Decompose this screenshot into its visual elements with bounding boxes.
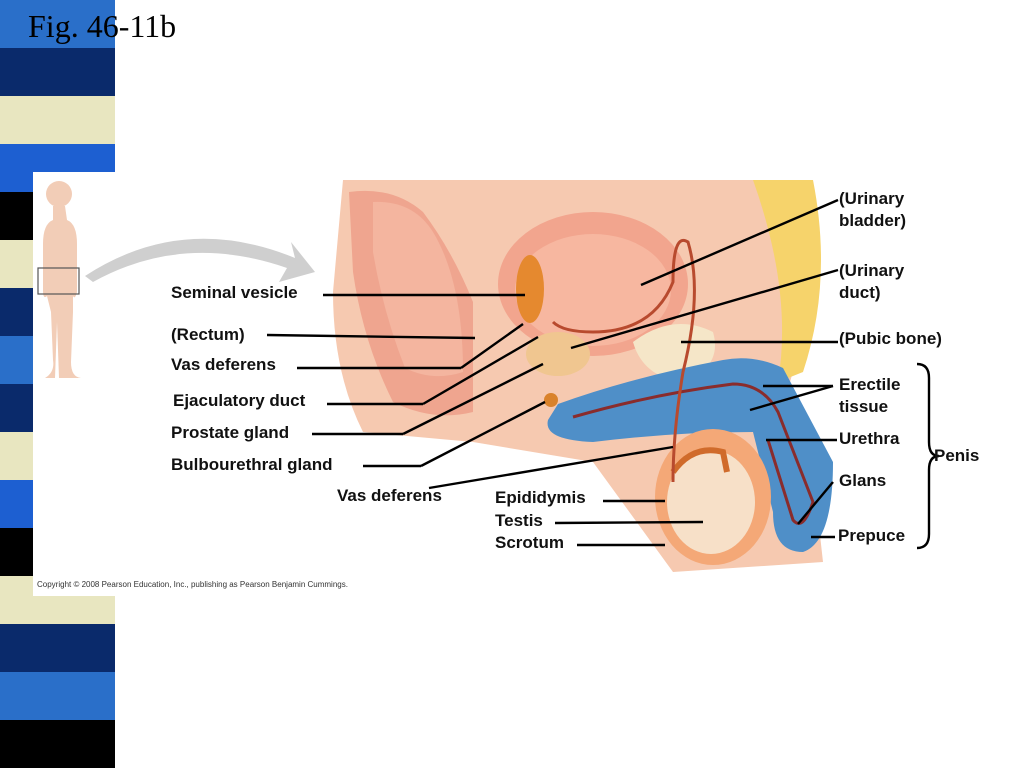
label-epididymis: Epididymis — [495, 488, 586, 507]
label-ejaculatory-duct: Ejaculatory duct — [173, 391, 306, 410]
label-scrotum: Scrotum — [495, 533, 564, 552]
label-prepuce: Prepuce — [838, 526, 906, 545]
copyright-notice: Copyright © 2008 Pearson Education, Inc.… — [37, 580, 348, 589]
label-urethra: Urethra — [839, 429, 900, 448]
label-penis: Penis — [934, 446, 980, 465]
stripe-band — [0, 48, 115, 97]
slide-title: Fig. 46-11b — [28, 8, 177, 44]
stripe-band — [0, 624, 115, 673]
label-erectile-tissue: Erectile tissue — [839, 375, 901, 416]
pelvic-cross-section — [333, 180, 833, 572]
stripe-band — [0, 96, 115, 145]
label-urinary-bladder: (Urinary bladder) — [839, 189, 907, 230]
anatomy-illustration — [37, 180, 940, 572]
label-seminal-vesicle: Seminal vesicle — [171, 283, 298, 302]
label-prostate-gland: Prostate gland — [171, 423, 290, 442]
label-vas-deferens-upper: Vas deferens — [171, 355, 276, 374]
vas-deferens-path — [551, 238, 696, 483]
label-testis: Testis — [495, 511, 543, 530]
anatomy-figure: (Urinary bladder) (Urinary duct) Seminal… — [33, 172, 981, 596]
leader-lines — [266, 198, 940, 550]
label-bulbourethral-gland: Bulbourethral gland — [171, 455, 333, 474]
zoom-arrow-icon — [85, 238, 315, 282]
label-urinary-duct: (Urinary duct) — [839, 261, 905, 302]
stripe-band — [0, 0, 115, 49]
label-vas-deferens-lower: Vas deferens — [337, 486, 442, 505]
label-pubic-bone: (Pubic bone) — [839, 329, 942, 348]
label-glans: Glans — [839, 471, 887, 490]
body-silhouette-icon — [37, 181, 81, 378]
stripe-band — [0, 672, 115, 721]
stripe-band — [0, 720, 115, 768]
testis-shape — [667, 450, 755, 554]
label-rectum: (Rectum) — [171, 325, 245, 344]
